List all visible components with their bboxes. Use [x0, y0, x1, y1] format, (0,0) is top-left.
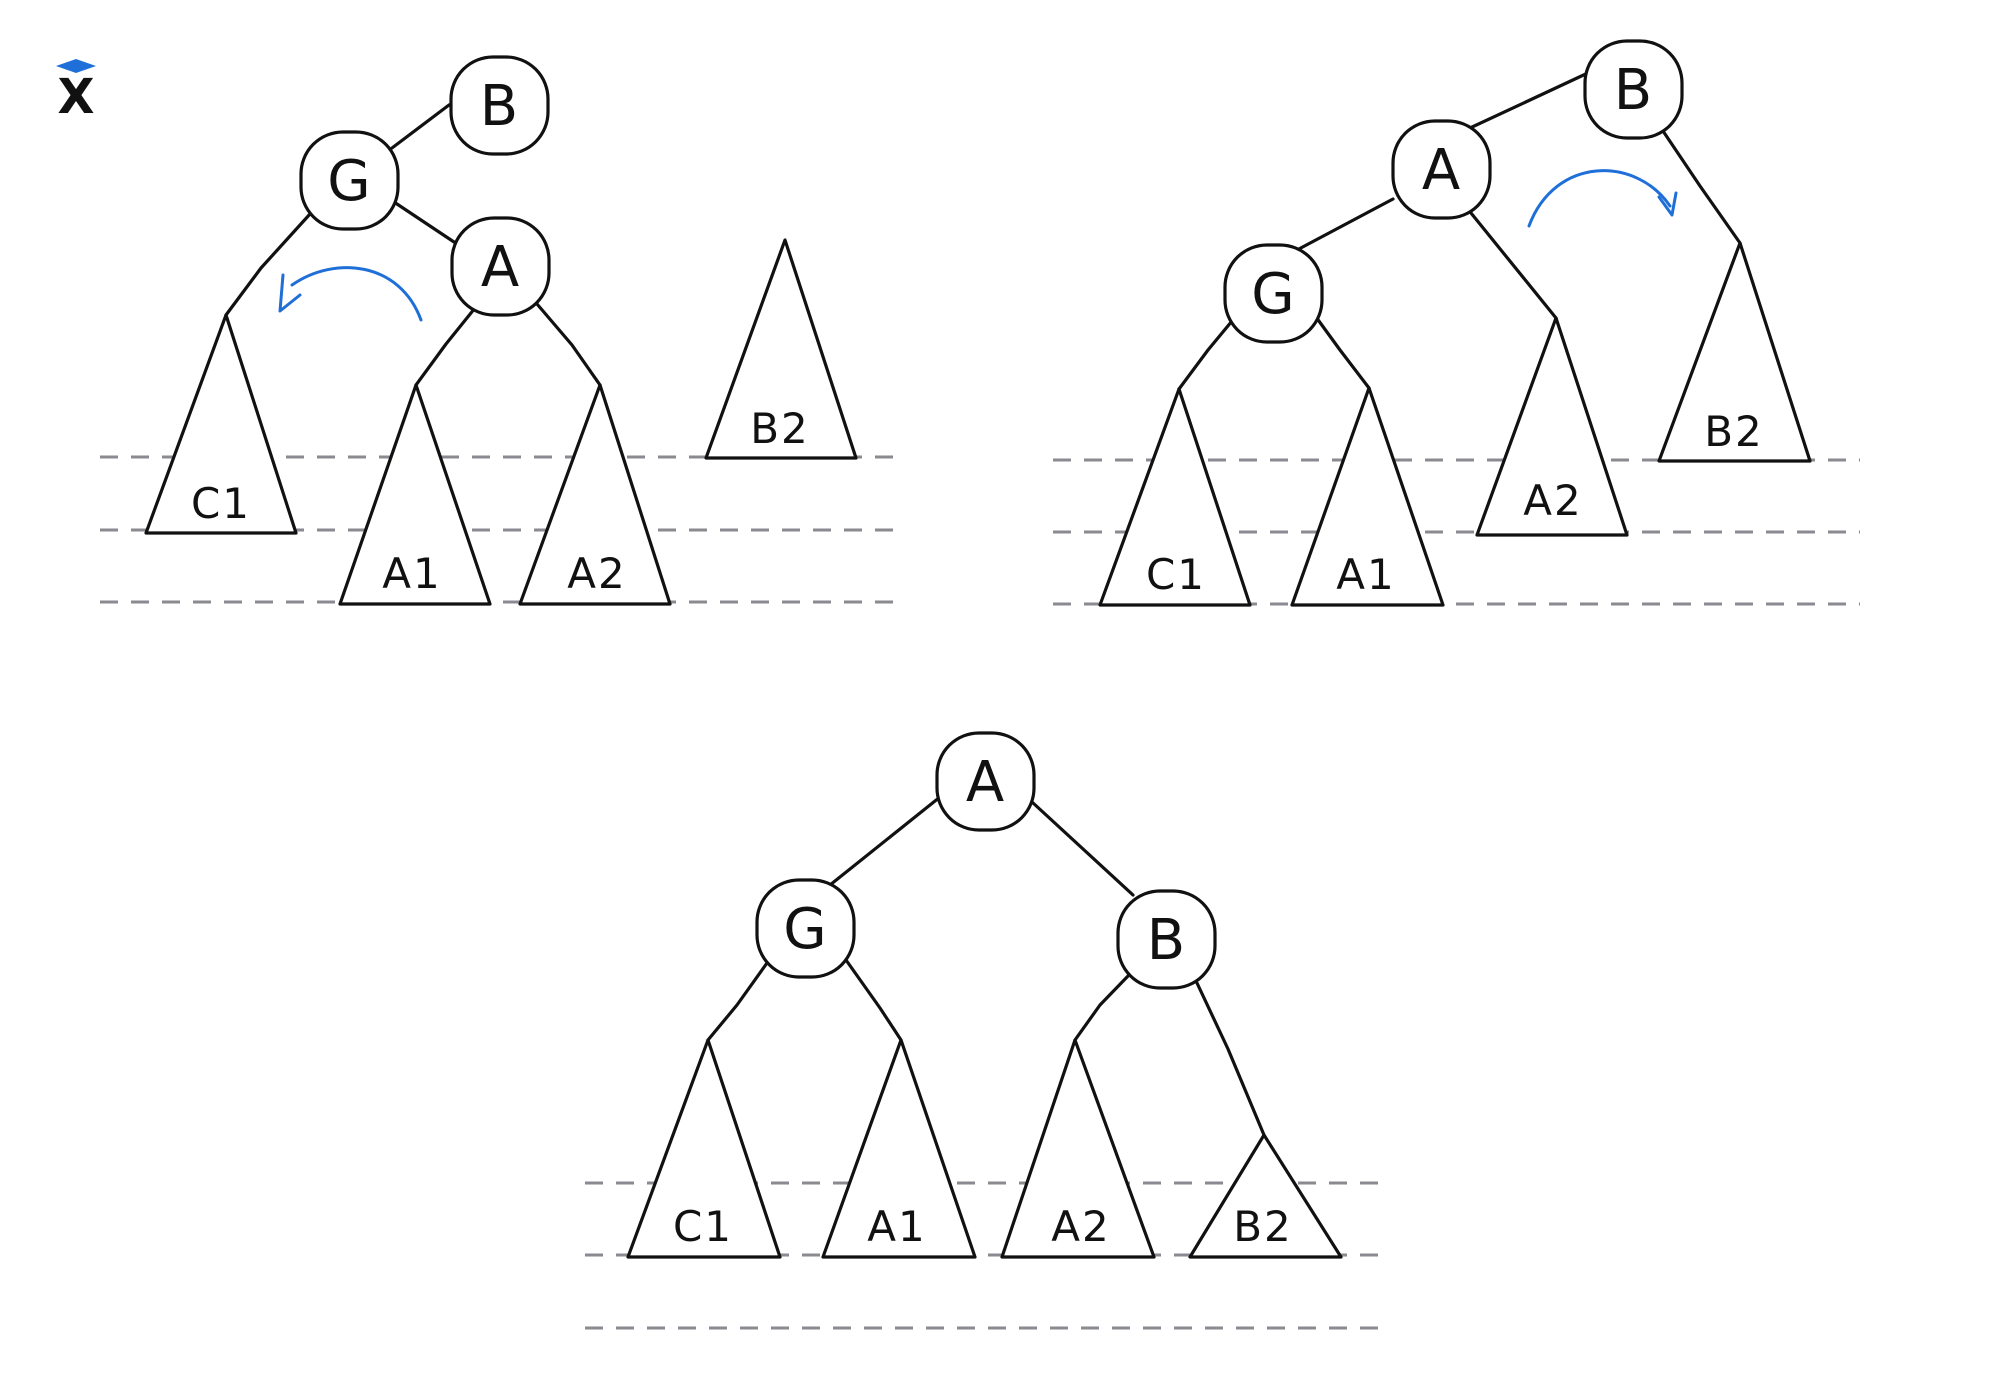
- subtree-b2: [704, 238, 858, 460]
- edge: [1469, 211, 1558, 320]
- node-label-g: G: [1251, 262, 1294, 327]
- logo-letter: X: [57, 69, 94, 125]
- panel-step-2: C1 A1 A2 B2 B A G: [1053, 39, 1860, 607]
- logo: X: [56, 59, 96, 125]
- subtree-c1: [144, 313, 298, 535]
- node-label-a: A: [966, 750, 1004, 815]
- node-g: [755, 878, 856, 979]
- edge: [706, 961, 769, 1042]
- edge: [1073, 974, 1130, 1042]
- subtree-a2: [1000, 1038, 1156, 1259]
- edge: [1661, 129, 1742, 245]
- subtree-a1: [821, 1038, 977, 1259]
- rotate-counterclockwise-arrow-icon: [278, 266, 423, 322]
- edge: [844, 958, 903, 1042]
- subtree-b2: [1657, 241, 1812, 463]
- subtree-c1: [626, 1038, 782, 1259]
- logo-cap-icon: [56, 59, 96, 73]
- subtree-label-a2: A2: [567, 549, 626, 598]
- subtree-b2: [1188, 1133, 1343, 1259]
- edge: [224, 212, 312, 317]
- edge: [1468, 70, 1592, 130]
- subtree-label-c1: C1: [191, 479, 251, 528]
- node-label-b: B: [480, 74, 518, 139]
- edge: [390, 103, 451, 150]
- rotate-clockwise-arrow-icon: [1527, 169, 1678, 228]
- subtree-label-a1: A1: [867, 1202, 926, 1251]
- subtree-a2: [518, 383, 672, 606]
- node-label-b: B: [1614, 58, 1652, 123]
- edge: [1195, 981, 1266, 1137]
- node-label-g: G: [327, 149, 370, 214]
- edge: [1177, 319, 1234, 391]
- subtree-label-b2: B2: [750, 404, 810, 453]
- subtree-label-a2: A2: [1051, 1202, 1110, 1251]
- edge: [414, 306, 477, 387]
- subtree-label-b2: B2: [1704, 407, 1764, 456]
- node-g: [299, 130, 400, 231]
- edge: [1295, 197, 1395, 252]
- edge: [828, 795, 942, 887]
- node-b: [449, 55, 550, 156]
- node-a: [1391, 119, 1492, 220]
- subtree-label-a2: A2: [1523, 476, 1582, 525]
- subtree-label-b2: B2: [1233, 1202, 1293, 1251]
- edge: [535, 302, 602, 387]
- subtree-label-c1: C1: [673, 1202, 733, 1251]
- node-label-a: A: [1422, 138, 1460, 203]
- panel-step-3: C1 A1 A2 B2 A G B: [585, 731, 1390, 1330]
- subtree-c1: [1098, 387, 1252, 607]
- node-a: [935, 731, 1036, 832]
- panel-step-1: C1 A1 A2 B2 B G A: [100, 55, 900, 606]
- node-b: [1583, 39, 1684, 140]
- subtree-a1: [338, 383, 492, 606]
- subtree-a1: [1290, 386, 1445, 607]
- node-label-a: A: [481, 235, 519, 300]
- subtree-a2: [1475, 316, 1629, 537]
- node-a: [450, 216, 551, 317]
- node-g: [1223, 243, 1324, 344]
- subtree-label-a1: A1: [1336, 550, 1395, 599]
- subtree-label-c1: C1: [1146, 550, 1206, 599]
- subtree-label-a1: A1: [382, 549, 441, 598]
- node-b: [1116, 889, 1217, 990]
- node-label-g: G: [783, 897, 826, 962]
- node-label-b: B: [1147, 908, 1185, 973]
- edge: [392, 200, 456, 244]
- edge: [1314, 315, 1371, 390]
- edge: [1030, 800, 1135, 897]
